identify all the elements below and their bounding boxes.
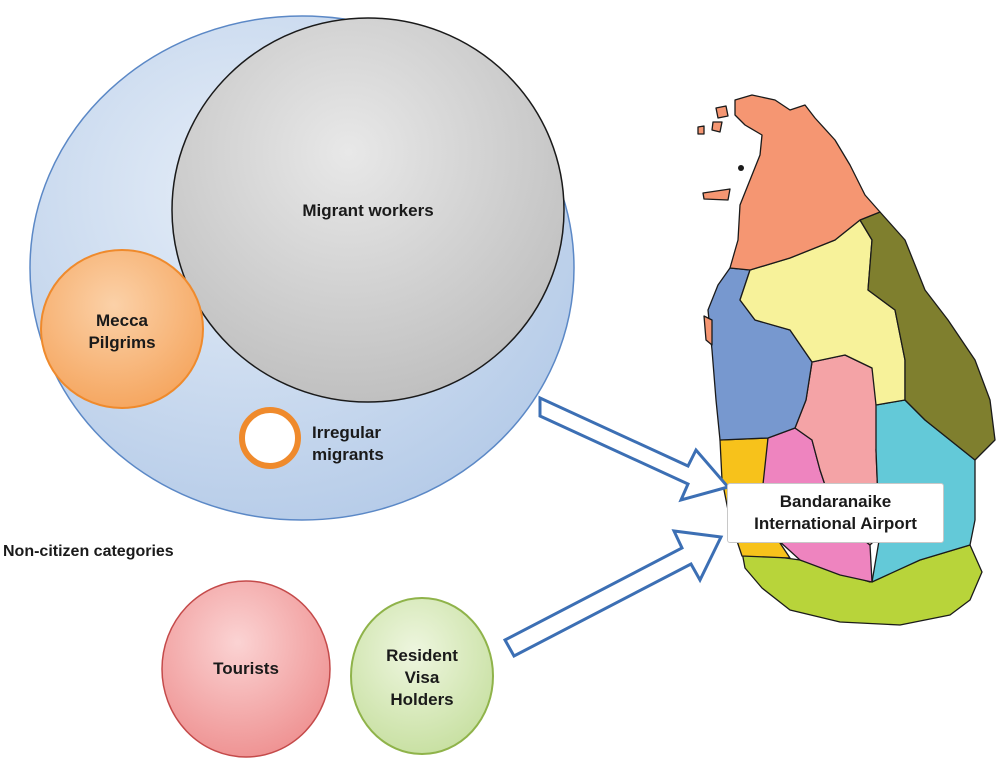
tourists-label: Tourists xyxy=(213,659,279,678)
irregular-migrants-label: Irregular migrants xyxy=(312,422,402,466)
mecca-pilgrims-line1: Mecca xyxy=(96,311,148,330)
map-region-eastern xyxy=(859,211,996,461)
map-island xyxy=(702,188,731,201)
map-island xyxy=(697,125,705,135)
sri-lanka-map xyxy=(697,94,996,626)
migrant-workers-circle xyxy=(171,17,565,403)
irregular-migrants-line2: migrants xyxy=(312,445,384,464)
airport-label-box: Bandaranaike International Airport xyxy=(727,483,944,543)
arrow-to-airport-upper xyxy=(538,395,731,503)
resident-visa-holders-line1: Resident xyxy=(386,646,458,665)
migrant-workers-label: Migrant workers xyxy=(302,201,434,220)
map-island xyxy=(711,121,723,133)
resident-visa-holders-circle xyxy=(350,597,494,755)
airport-label-line2: International Airport xyxy=(754,514,917,533)
mecca-pilgrims-circle xyxy=(40,249,204,409)
map-lake xyxy=(738,165,744,171)
resident-visa-holders-label: Resident Visa Holders xyxy=(372,645,472,711)
irregular-migrants-line1: Irregular xyxy=(312,423,381,442)
non-citizen-categories-label: Non-citizen categories xyxy=(3,543,174,560)
resident-visa-holders-line2: Visa xyxy=(404,668,440,687)
resident-visa-holders-line3: Holders xyxy=(390,690,454,709)
mecca-pilgrims-label: Mecca Pilgrims xyxy=(72,310,172,354)
mecca-pilgrims-line2: Pilgrims xyxy=(88,333,156,352)
map-region-northern xyxy=(729,94,881,271)
map-island xyxy=(703,315,713,346)
airport-label-line1: Bandaranaike xyxy=(779,492,892,511)
map-island xyxy=(715,105,729,119)
tourists-circle xyxy=(161,580,331,758)
irregular-migrants-circle xyxy=(239,407,301,469)
arrow-to-airport-lower xyxy=(502,529,724,659)
